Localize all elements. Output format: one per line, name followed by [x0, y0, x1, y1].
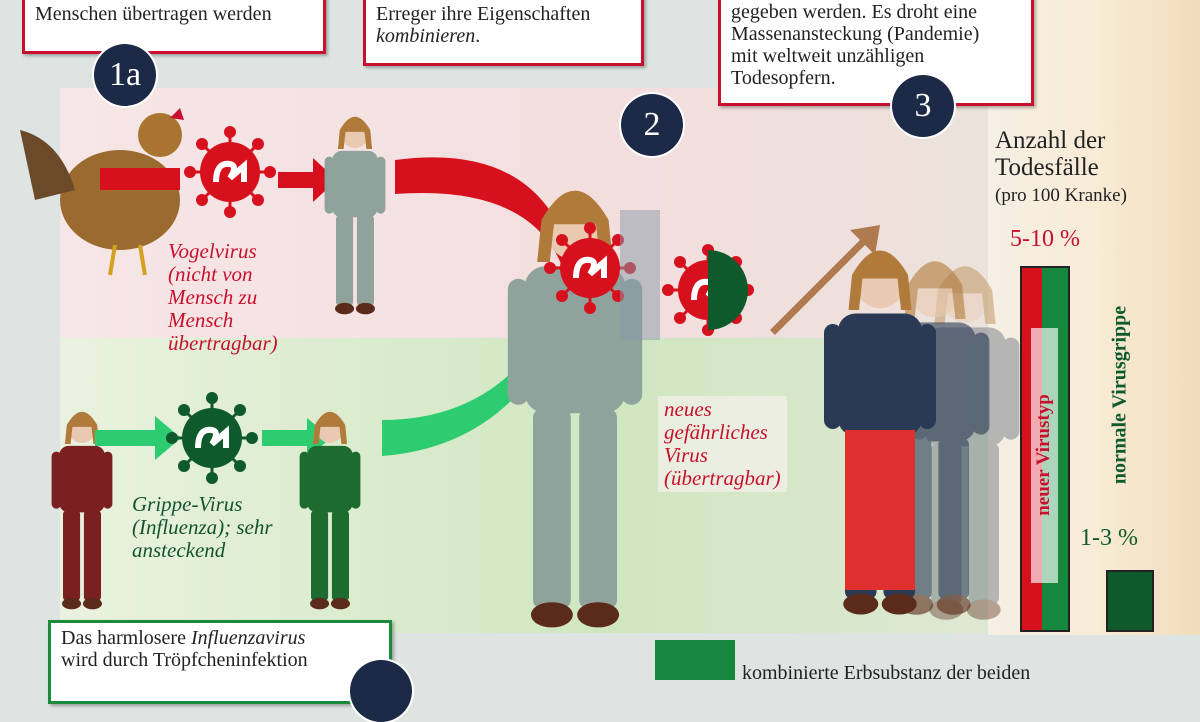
- step-3-textbox: gegeben werden. Es droht eine Massenanst…: [718, 0, 1034, 106]
- period: .: [475, 25, 481, 47]
- step-3-text-line: Massenansteckung (Pandemie): [731, 23, 980, 45]
- arrow-to-person-2-red: [395, 157, 589, 302]
- label-line: Mensch zu: [168, 285, 258, 309]
- arrow-icon: [278, 158, 337, 202]
- chart-title-line: Anzahl der: [995, 127, 1106, 154]
- person-bird-infected: [324, 116, 386, 315]
- bar-label-bg: [1031, 328, 1058, 583]
- influenza-virus-icon: [166, 392, 258, 484]
- label-line: neues: [664, 397, 712, 421]
- arrow-to-pandemic: [770, 225, 880, 335]
- new-virus-value-label: 5-10 %: [1010, 226, 1080, 252]
- chart-subtitle: (pro 100 Kranke): [995, 185, 1127, 206]
- step-1a-textbox: Menschen übertragen werden: [22, 0, 326, 54]
- label-line: Mensch: [168, 308, 234, 332]
- label-line: Vogelvirus: [168, 239, 257, 263]
- step-3-text-line: gegeben werden. Es droht eine: [731, 1, 978, 23]
- arrow-icon: [95, 416, 181, 460]
- bar-new-virus-label: neuer Virustyp: [1033, 394, 1054, 516]
- step-badge-3: 3: [892, 75, 954, 137]
- influenza-label: Grippe-Virus (Influenza); sehr anstecken…: [132, 493, 273, 562]
- label-line: (nicht von: [168, 262, 253, 286]
- step-2-textbox: Erreger ihre Eigenschaften kombinieren.: [363, 0, 644, 66]
- combined-genome-legend-text: kombinierte Erbsubstanz der beiden: [742, 662, 1031, 684]
- illustration: [20, 108, 1020, 628]
- label-line: ansteckend: [132, 538, 226, 562]
- step-badge-2: 2: [621, 94, 683, 156]
- transfer-beam: [620, 210, 660, 340]
- bar-normal-label: normale Virusgrippe: [1108, 305, 1131, 485]
- new-virus-label: neues gefährliches Virus (übertragbar): [658, 396, 787, 492]
- combined-virus-icon: [662, 244, 754, 336]
- step-badge-1a: 1a: [94, 44, 156, 106]
- normal-value-label: 1-3 %: [1080, 525, 1138, 551]
- chart-title-line: Todesfälle: [995, 154, 1099, 181]
- label-line: übertragbar): [168, 331, 278, 355]
- bar-normal-flu: [1106, 570, 1154, 632]
- label-line: gefährliches: [664, 420, 768, 444]
- step-2-text-line: Erreger ihre Eigenschaften: [376, 3, 591, 25]
- label-line: (Influenza); sehr: [132, 515, 273, 539]
- chart-title: Anzahl der Todesfälle: [995, 127, 1105, 181]
- step-1a-text: Menschen übertragen werden: [35, 3, 272, 25]
- bird-virus-label: Vogelvirus (nicht von Mensch zu Mensch ü…: [168, 240, 278, 355]
- step-1b-emphasis: Influenzavirus: [190, 627, 306, 649]
- label-line: (übertragbar): [664, 466, 781, 490]
- step-3-text-line: mit weltweit unzähligen: [731, 45, 925, 67]
- step-3-text-line: Todesopfern.: [731, 67, 836, 89]
- chicken-icon: [20, 108, 184, 276]
- combined-genome-legend-icon: [655, 640, 735, 680]
- label-line: Virus: [664, 443, 708, 467]
- pandemic-group: [824, 250, 1020, 620]
- step-1b-text: Das harmlosere: [61, 627, 191, 649]
- step-1b-text-line: wird durch Tröpfcheninfektion: [61, 649, 308, 671]
- label-line: Grippe-Virus: [132, 492, 243, 516]
- bird-virus-icon: [184, 126, 276, 218]
- step-2-emphasis: kombinieren: [376, 25, 476, 47]
